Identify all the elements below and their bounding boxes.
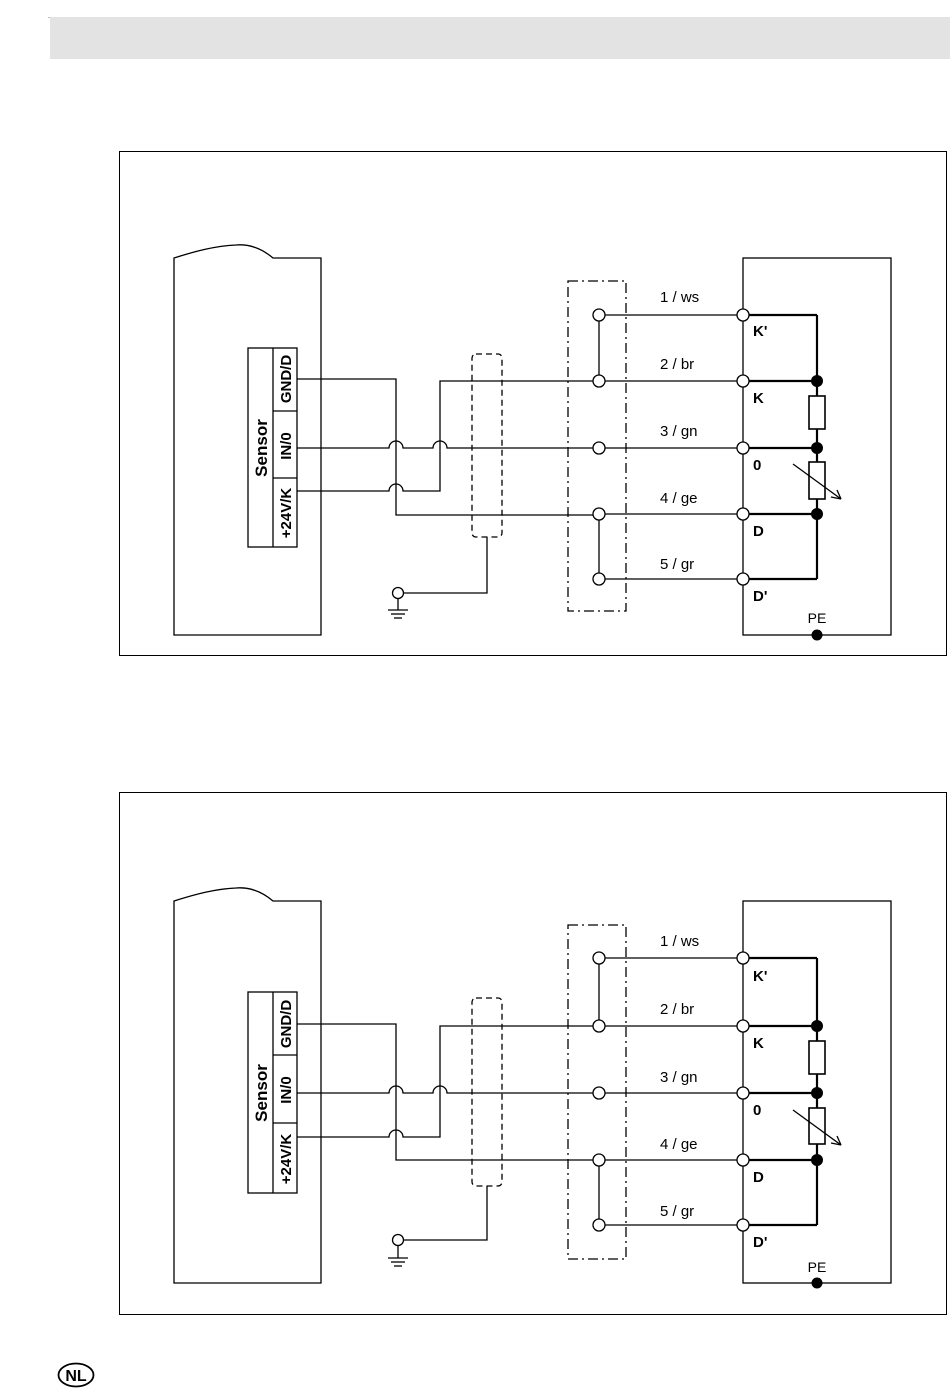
pin-label-k: K (753, 390, 764, 407)
wiring-diagram-2-svg: Sensor GND/D IN/0 +24V/K 1 / ws 2 / br 3… (120, 793, 946, 1314)
variable-resistor-icon (809, 1108, 825, 1144)
wire-label-1: 1 / ws (660, 289, 699, 306)
pin-label-0: 0 (753, 1102, 761, 1119)
wire-in-0 (297, 441, 599, 448)
pe-terminal (812, 1278, 823, 1289)
terminal-24v-k-label: +24V/K (278, 1134, 295, 1185)
terminal-24v-k-label: +24V/K (278, 488, 295, 539)
pin-label-k-prime: K' (753, 323, 767, 340)
wire-label-4: 4 / ge (660, 490, 698, 507)
wire-gnd-d (297, 379, 599, 515)
sensor-label: Sensor (252, 1064, 271, 1122)
terminal-in-0-label: IN/0 (278, 1076, 295, 1104)
nl-badge: NL (57, 1362, 95, 1388)
pin-label-k-prime: K' (753, 968, 767, 985)
wire-24v-k (297, 1026, 599, 1137)
wire-label-5: 5 / gr (660, 1203, 694, 1220)
wire-label-5: 5 / gr (660, 556, 694, 573)
terminal-gnd-d-label: GND/D (278, 1000, 295, 1049)
wiring-diagram-1-svg: Sensor GND/D IN/0 +24V/K 1 / ws 2 / br 3… (120, 152, 946, 655)
pin-label-k: K (753, 1035, 764, 1052)
wire-24v-k (297, 381, 599, 491)
wire-in-0 (297, 1086, 599, 1093)
terminal-gnd-d-label: GND/D (278, 355, 295, 404)
header-bar (50, 17, 950, 59)
pe-label: PE (808, 610, 827, 626)
pe-terminal (812, 630, 823, 641)
wire-gnd-d (297, 1024, 599, 1160)
terminal-in-0-label: IN/0 (278, 432, 295, 460)
wire-label-3: 3 / gn (660, 423, 698, 440)
pin-label-d: D (753, 523, 764, 540)
pe-label: PE (808, 1259, 827, 1275)
wire-label-3: 3 / gn (660, 1069, 698, 1086)
wire-label-4: 4 / ge (660, 1136, 698, 1153)
pin-label-d-prime: D' (753, 1234, 767, 1251)
wire-label-2: 2 / br (660, 356, 694, 373)
wire-label-1: 1 / ws (660, 933, 699, 950)
pin-label-0: 0 (753, 457, 761, 474)
resistor-icon (809, 1041, 825, 1074)
wiring-diagram-2: Sensor GND/D IN/0 +24V/K 1 / ws 2 / br 3… (119, 792, 947, 1315)
wire-label-2: 2 / br (660, 1001, 694, 1018)
wiring-diagram-1: Sensor GND/D IN/0 +24V/K 1 / ws 2 / br 3… (119, 151, 947, 656)
pin-label-d: D (753, 1169, 764, 1186)
variable-resistor-icon (809, 462, 825, 499)
nl-badge-label: NL (65, 1368, 87, 1385)
resistor-icon (809, 396, 825, 429)
pin-label-d-prime: D' (753, 588, 767, 605)
sensor-label: Sensor (252, 419, 271, 477)
